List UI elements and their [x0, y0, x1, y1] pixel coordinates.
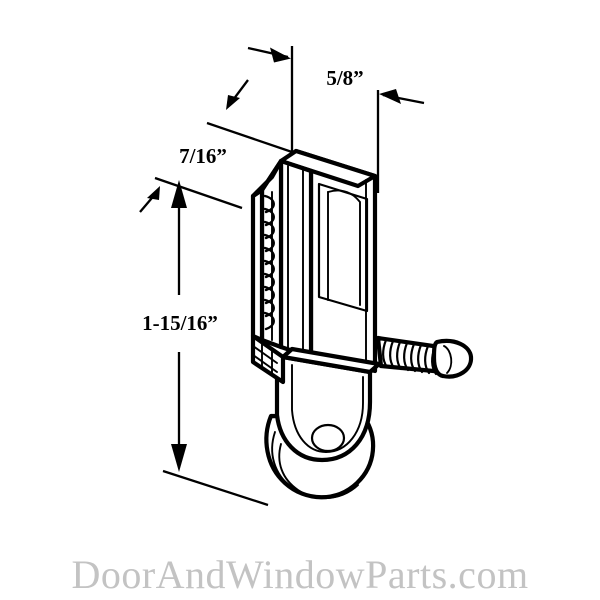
dimension-height-overall: 1-15/16” [142, 180, 269, 507]
window-recess-curve [327, 189, 361, 306]
screw-tip [431, 338, 474, 379]
dimension-depth-diagonal: 7/16” [139, 79, 293, 213]
extension-line-lower-716 [154, 176, 243, 210]
coil-spring-channel [263, 194, 275, 331]
wheel-fork-plate [274, 354, 373, 463]
housing-front-face [278, 158, 314, 360]
arrowhead-up-height [171, 180, 187, 208]
roller-assembly-part [250, 148, 474, 500]
housing-left-chamfer [250, 158, 284, 199]
fork-plate-top-chamfer [280, 346, 382, 375]
wheel-rim-arc-2 [278, 443, 356, 499]
arrowhead-right-58 [379, 89, 401, 104]
housing-left-lip [250, 187, 265, 343]
dimension-label-width-top: 5/8” [326, 66, 363, 90]
threaded-adjustment-screw [375, 335, 474, 379]
roller-housing-body [250, 148, 382, 463]
screw-threads [382, 338, 438, 376]
dimension-label-height: 1-15/16” [142, 311, 218, 335]
site-watermark: DoorAndWindowParts.com [71, 552, 528, 597]
extension-line-bottom-height [162, 469, 269, 507]
dimension-width-top: 5/8” [247, 46, 425, 193]
arrowhead-lower-716 [147, 186, 160, 200]
arrowhead-down-height [171, 444, 187, 472]
dimension-label-depth: 7/16” [179, 144, 227, 168]
arrowhead-upper-716 [226, 95, 240, 110]
bracket-seam-4 [252, 354, 278, 373]
screw-tip-arc [443, 345, 453, 374]
bracket-seam-3 [252, 345, 278, 364]
arrowhead-left-58 [270, 47, 291, 63]
fork-plate-inner-reveal [291, 364, 327, 453]
axle-hole [310, 423, 346, 453]
extension-line-upper-716 [206, 121, 293, 154]
housing-top-face [278, 148, 378, 189]
